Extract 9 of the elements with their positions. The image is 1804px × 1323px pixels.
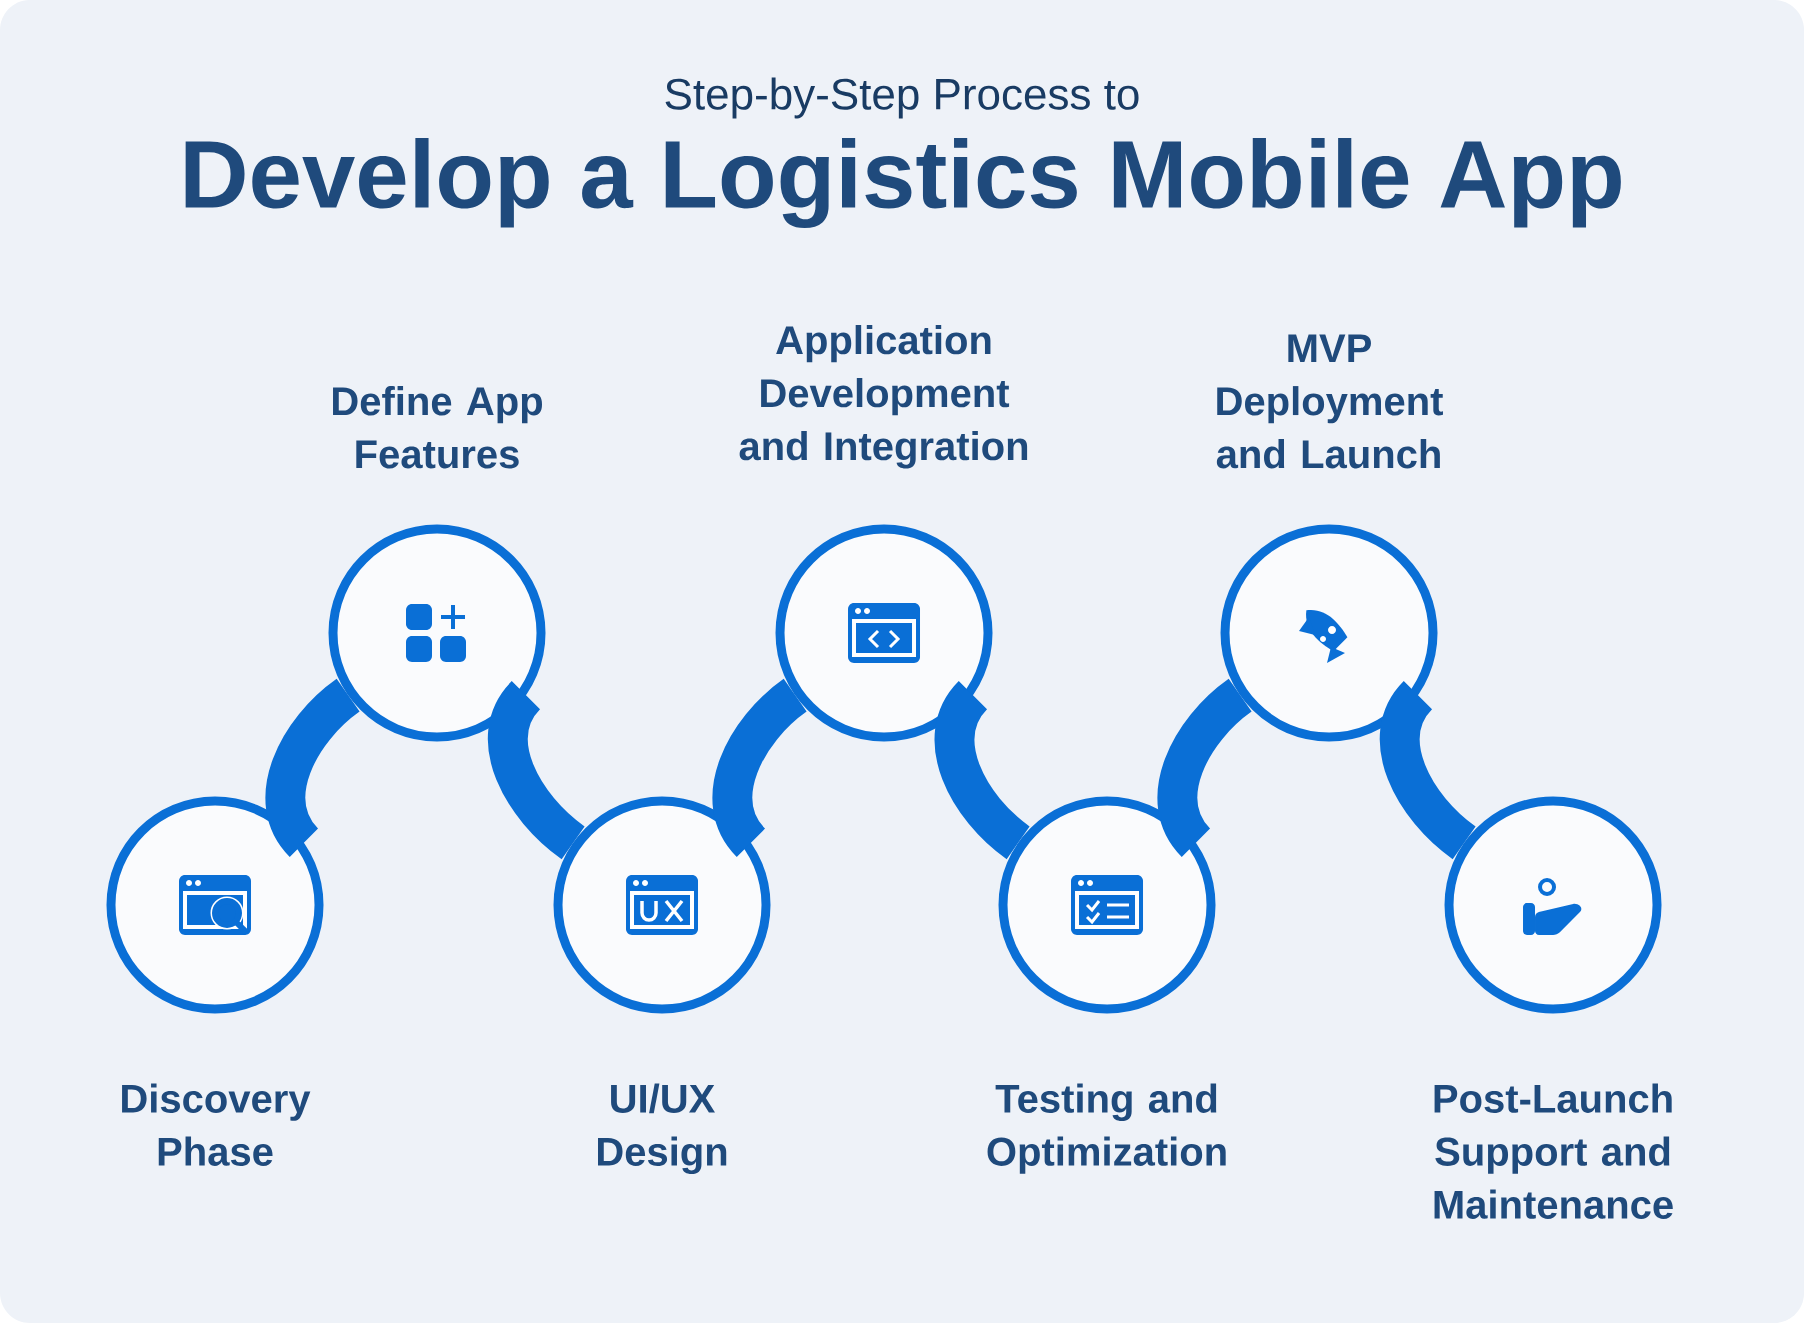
title: Develop a Logistics Mobile App — [185, 138, 1621, 228]
step-label: Application Development and Integration — [739, 325, 1028, 469]
step-label: Testing and Optimization — [987, 1083, 1226, 1174]
step-label: Discovery Phase — [122, 1083, 311, 1166]
step-label: Post-Launch Support and Maintenance — [1434, 1083, 1673, 1219]
step-label: UI/UX Design — [598, 1083, 727, 1174]
step-label: Define App Features — [333, 386, 542, 469]
step-label: MVP Deployment and Launch — [1216, 334, 1443, 469]
subtitle: Step-by-Step Process to — [665, 77, 1139, 119]
